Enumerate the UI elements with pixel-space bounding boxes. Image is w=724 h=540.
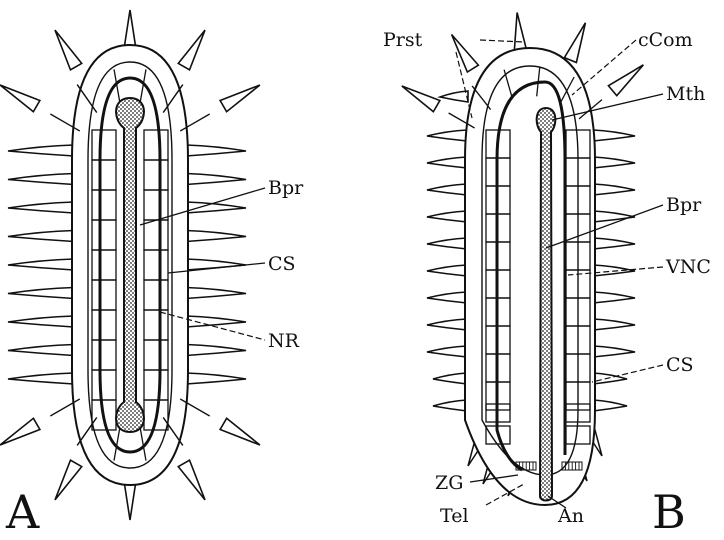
panel-b-body-outline: [465, 48, 595, 505]
spine-left: [433, 400, 467, 411]
spine-right: [593, 373, 627, 384]
spine-top: [564, 23, 585, 63]
spine-right: [593, 184, 635, 195]
spine-left: [427, 238, 467, 249]
spine-right: [186, 202, 246, 213]
spine-left: [8, 174, 74, 185]
spine-right: [593, 265, 635, 276]
spine-top: [55, 30, 82, 70]
spine-top: [0, 85, 40, 112]
spine-right: [593, 211, 635, 222]
spine-left: [427, 292, 467, 303]
panel-b-label-mth: Mth: [666, 83, 705, 105]
spine-right: [593, 319, 635, 330]
spine-left: [427, 211, 467, 222]
spine-left: [8, 145, 74, 156]
panel-b-label-vnc: VNC: [665, 256, 711, 278]
spine-left: [427, 346, 467, 357]
spine-top: [608, 65, 643, 96]
panel-a-label-cs: CS: [268, 253, 296, 275]
spine-left: [433, 373, 467, 384]
spine-bottom: [0, 418, 40, 445]
panel-b-embryo: Prst cCom Mth Bpr VNC CS ZG Tel An B: [383, 13, 711, 536]
panel-a-label-nr: NR: [268, 330, 300, 352]
spine-left: [8, 259, 74, 270]
panel-b-label-zg: ZG: [435, 472, 463, 494]
spine-left: [427, 157, 467, 168]
panel-b-label-bpr: Bpr: [666, 194, 702, 216]
spine-left: [427, 184, 467, 195]
spine-top: [220, 85, 260, 112]
panel-b-label-ccom: cCom: [638, 29, 693, 51]
spine-right: [593, 130, 635, 141]
prostomium-tentacle: [440, 91, 468, 102]
spine-top: [178, 30, 205, 70]
spine-right: [593, 346, 635, 357]
spine-left: [8, 231, 74, 242]
spine-left: [8, 288, 74, 299]
panel-b-label-prst: Prst: [383, 29, 423, 51]
spine-left: [8, 316, 74, 327]
panel-a-letter: A: [5, 485, 40, 536]
spine-right: [186, 174, 246, 185]
spine-left: [8, 202, 74, 213]
spine-top: [514, 13, 527, 54]
spine-right: [186, 231, 246, 242]
spine-right: [186, 373, 246, 384]
spine-left: [8, 345, 74, 356]
panel-a-embryo: Bpr CS NR A: [0, 10, 304, 536]
spine-bottom: [178, 460, 205, 500]
panel-b-label-an: An: [557, 505, 584, 527]
panel-b-label-cs: CS: [666, 354, 694, 376]
panel-b-label-tel: Tel: [440, 505, 469, 527]
panel-a-label-bpr: Bpr: [268, 177, 304, 199]
spine-bottom: [220, 418, 260, 445]
spine-top: [402, 86, 440, 112]
spine-left: [8, 373, 74, 384]
spine-right: [593, 157, 635, 168]
spine-right: [593, 400, 627, 411]
spine-left: [427, 265, 467, 276]
spine-right: [593, 238, 635, 249]
spine-top: [452, 34, 479, 72]
spine-right: [593, 292, 635, 303]
spine-right: [186, 345, 246, 356]
spine-right: [186, 288, 246, 299]
spine-bottom: [55, 460, 82, 500]
spine-right: [186, 145, 246, 156]
spine-left: [427, 130, 467, 141]
panel-b-letter: B: [652, 485, 686, 536]
spine-left: [427, 319, 467, 330]
